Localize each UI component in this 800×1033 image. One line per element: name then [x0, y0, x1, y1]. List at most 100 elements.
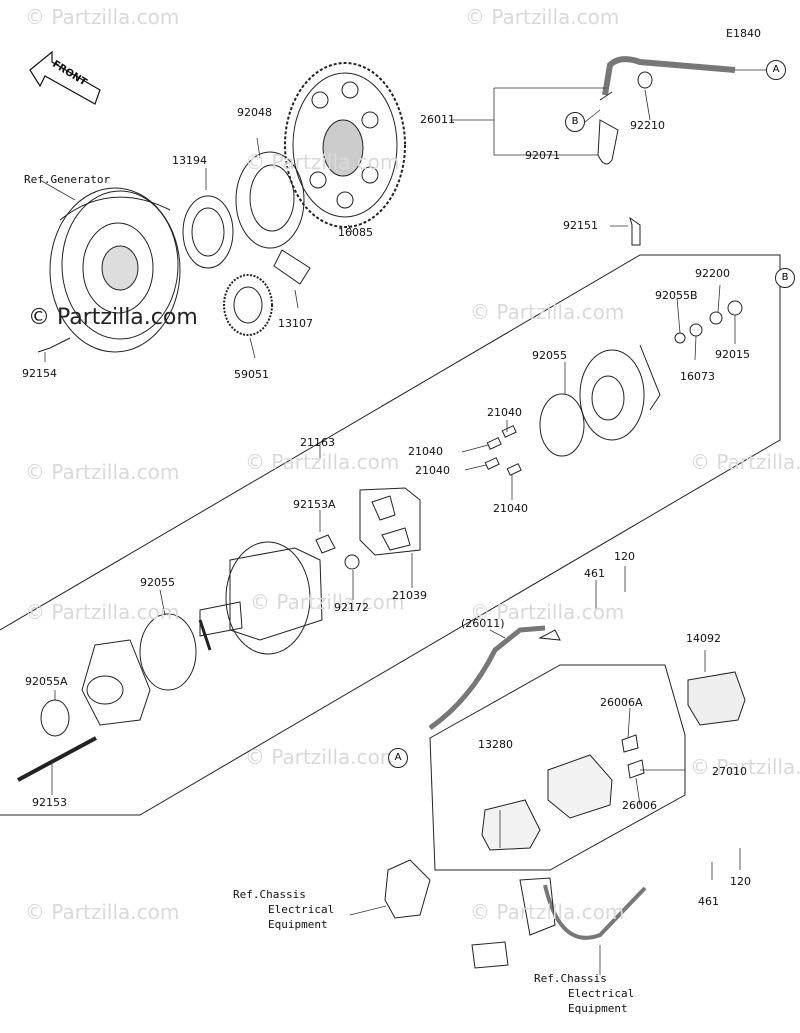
watermark: © Partzilla.com [690, 755, 800, 779]
generator-rotor [49, 187, 181, 353]
part-number: 92048 [237, 106, 272, 119]
ref-chassis: Equipment [568, 1002, 628, 1015]
cover-14092 [687, 671, 746, 726]
washer-92200 [709, 311, 723, 325]
starter-end-cover-right [579, 344, 661, 441]
brush-holder-outline [359, 487, 421, 556]
part-number: 13107 [278, 317, 313, 330]
part-number: 21040 [415, 464, 450, 477]
part-number: 92200 [695, 267, 730, 280]
idle-shaft [273, 249, 311, 285]
washer-92055B [674, 332, 686, 344]
watermark: © Partzilla.com [690, 450, 800, 474]
starter-cable [428, 625, 546, 731]
part-number: 92172 [334, 601, 369, 614]
watermark: © Partzilla.com [25, 900, 180, 924]
part-number: 21039 [392, 589, 427, 602]
bolt-92153A [315, 534, 336, 554]
ref-chassis: Ref.Chassis [233, 888, 306, 901]
fuse-26006A [621, 734, 639, 753]
relay-group-outline [429, 664, 686, 871]
front-arrow [29, 50, 101, 105]
ref-generator: Ref.Generator [24, 173, 111, 186]
part-number: 16085 [338, 226, 373, 239]
part-number: 120 [730, 875, 751, 888]
screw-92172 [344, 554, 360, 570]
part-number: 26006A [600, 696, 643, 709]
part-number: 92055A [25, 675, 68, 688]
part-number: 92071 [525, 149, 560, 162]
part-number: (26011) [461, 617, 505, 630]
part-number: 21040 [493, 502, 528, 515]
brush-21040-d [506, 463, 522, 476]
watermark: © Partzilla.com [470, 600, 625, 624]
bolt-92151 [629, 216, 641, 246]
watermark-bold: © Partzilla.com [28, 305, 198, 330]
part-number: 92055B [655, 289, 698, 302]
chassis-bracket [384, 859, 431, 919]
bolt-92154 [37, 337, 71, 353]
connector-b: B [565, 112, 585, 132]
brush-21040-a [486, 437, 502, 450]
clutch-holder [235, 151, 305, 249]
watermark: © Partzilla.com [25, 460, 180, 484]
part-number: 92153 [32, 796, 67, 809]
fuse-26006 [627, 759, 645, 779]
ref-chassis: Electrical [568, 987, 635, 1000]
watermark: © Partzilla.com [465, 5, 620, 29]
o-ring-92055-right [539, 393, 585, 457]
bolt-92153 [17, 736, 97, 782]
part-number: 461 [698, 895, 719, 908]
part-number: 16073 [680, 370, 715, 383]
part-number: 92153A [293, 498, 336, 511]
o-ring-92055-left [139, 613, 197, 691]
starter-front-cover [81, 639, 151, 726]
watermark: © Partzilla.com [245, 745, 400, 769]
part-number: 21040 [487, 406, 522, 419]
starter-gear [284, 62, 406, 228]
part-number: 14092 [686, 632, 721, 645]
starter-armature-yoke [198, 541, 323, 655]
part-number: 21163 [300, 436, 335, 449]
breather-hose [602, 56, 736, 96]
watermark: © Partzilla.com [250, 590, 405, 614]
part-number: 21040 [408, 445, 443, 458]
part-number: 59051 [234, 368, 269, 381]
part-number: 13194 [172, 154, 207, 167]
ref-chassis: Electrical [268, 903, 335, 916]
part-number: 26006 [622, 799, 657, 812]
o-ring-92055A [40, 699, 70, 737]
armature-shaft [198, 619, 212, 651]
ground-harness [543, 884, 647, 940]
relay-27010 [547, 754, 613, 819]
hose-fitting [597, 119, 619, 165]
diagram-code: E1840 [726, 27, 761, 40]
washer-16073 [689, 323, 703, 337]
part-number: 92055 [532, 349, 567, 362]
idle-gear [223, 274, 273, 336]
part-number: 92210 [630, 119, 665, 132]
connector-a: A [766, 60, 786, 80]
brush-21040-c [484, 457, 500, 470]
connector-b: B [775, 268, 795, 288]
watermark: © Partzilla.com [470, 900, 625, 924]
part-number: 92151 [563, 219, 598, 232]
part-number: 26011 [420, 113, 455, 126]
ref-chassis: Ref.Chassis [534, 972, 607, 985]
brush-21040-b [501, 425, 517, 438]
ref-chassis: Equipment [268, 918, 328, 931]
part-number: 120 [614, 550, 635, 563]
watermark: © Partzilla.com [470, 300, 625, 324]
watermark: © Partzilla.com [245, 450, 400, 474]
relay-13280 [481, 799, 541, 851]
watermark: © Partzilla.com [245, 150, 400, 174]
part-number: 27010 [712, 765, 747, 778]
part-number: 92055 [140, 576, 175, 589]
part-number: 461 [584, 567, 605, 580]
watermark: © Partzilla.com [25, 5, 180, 29]
nut-92015 [727, 300, 743, 316]
watermark: © Partzilla.com [25, 600, 180, 624]
part-number: 13280 [478, 738, 513, 751]
part-number: 92015 [715, 348, 750, 361]
